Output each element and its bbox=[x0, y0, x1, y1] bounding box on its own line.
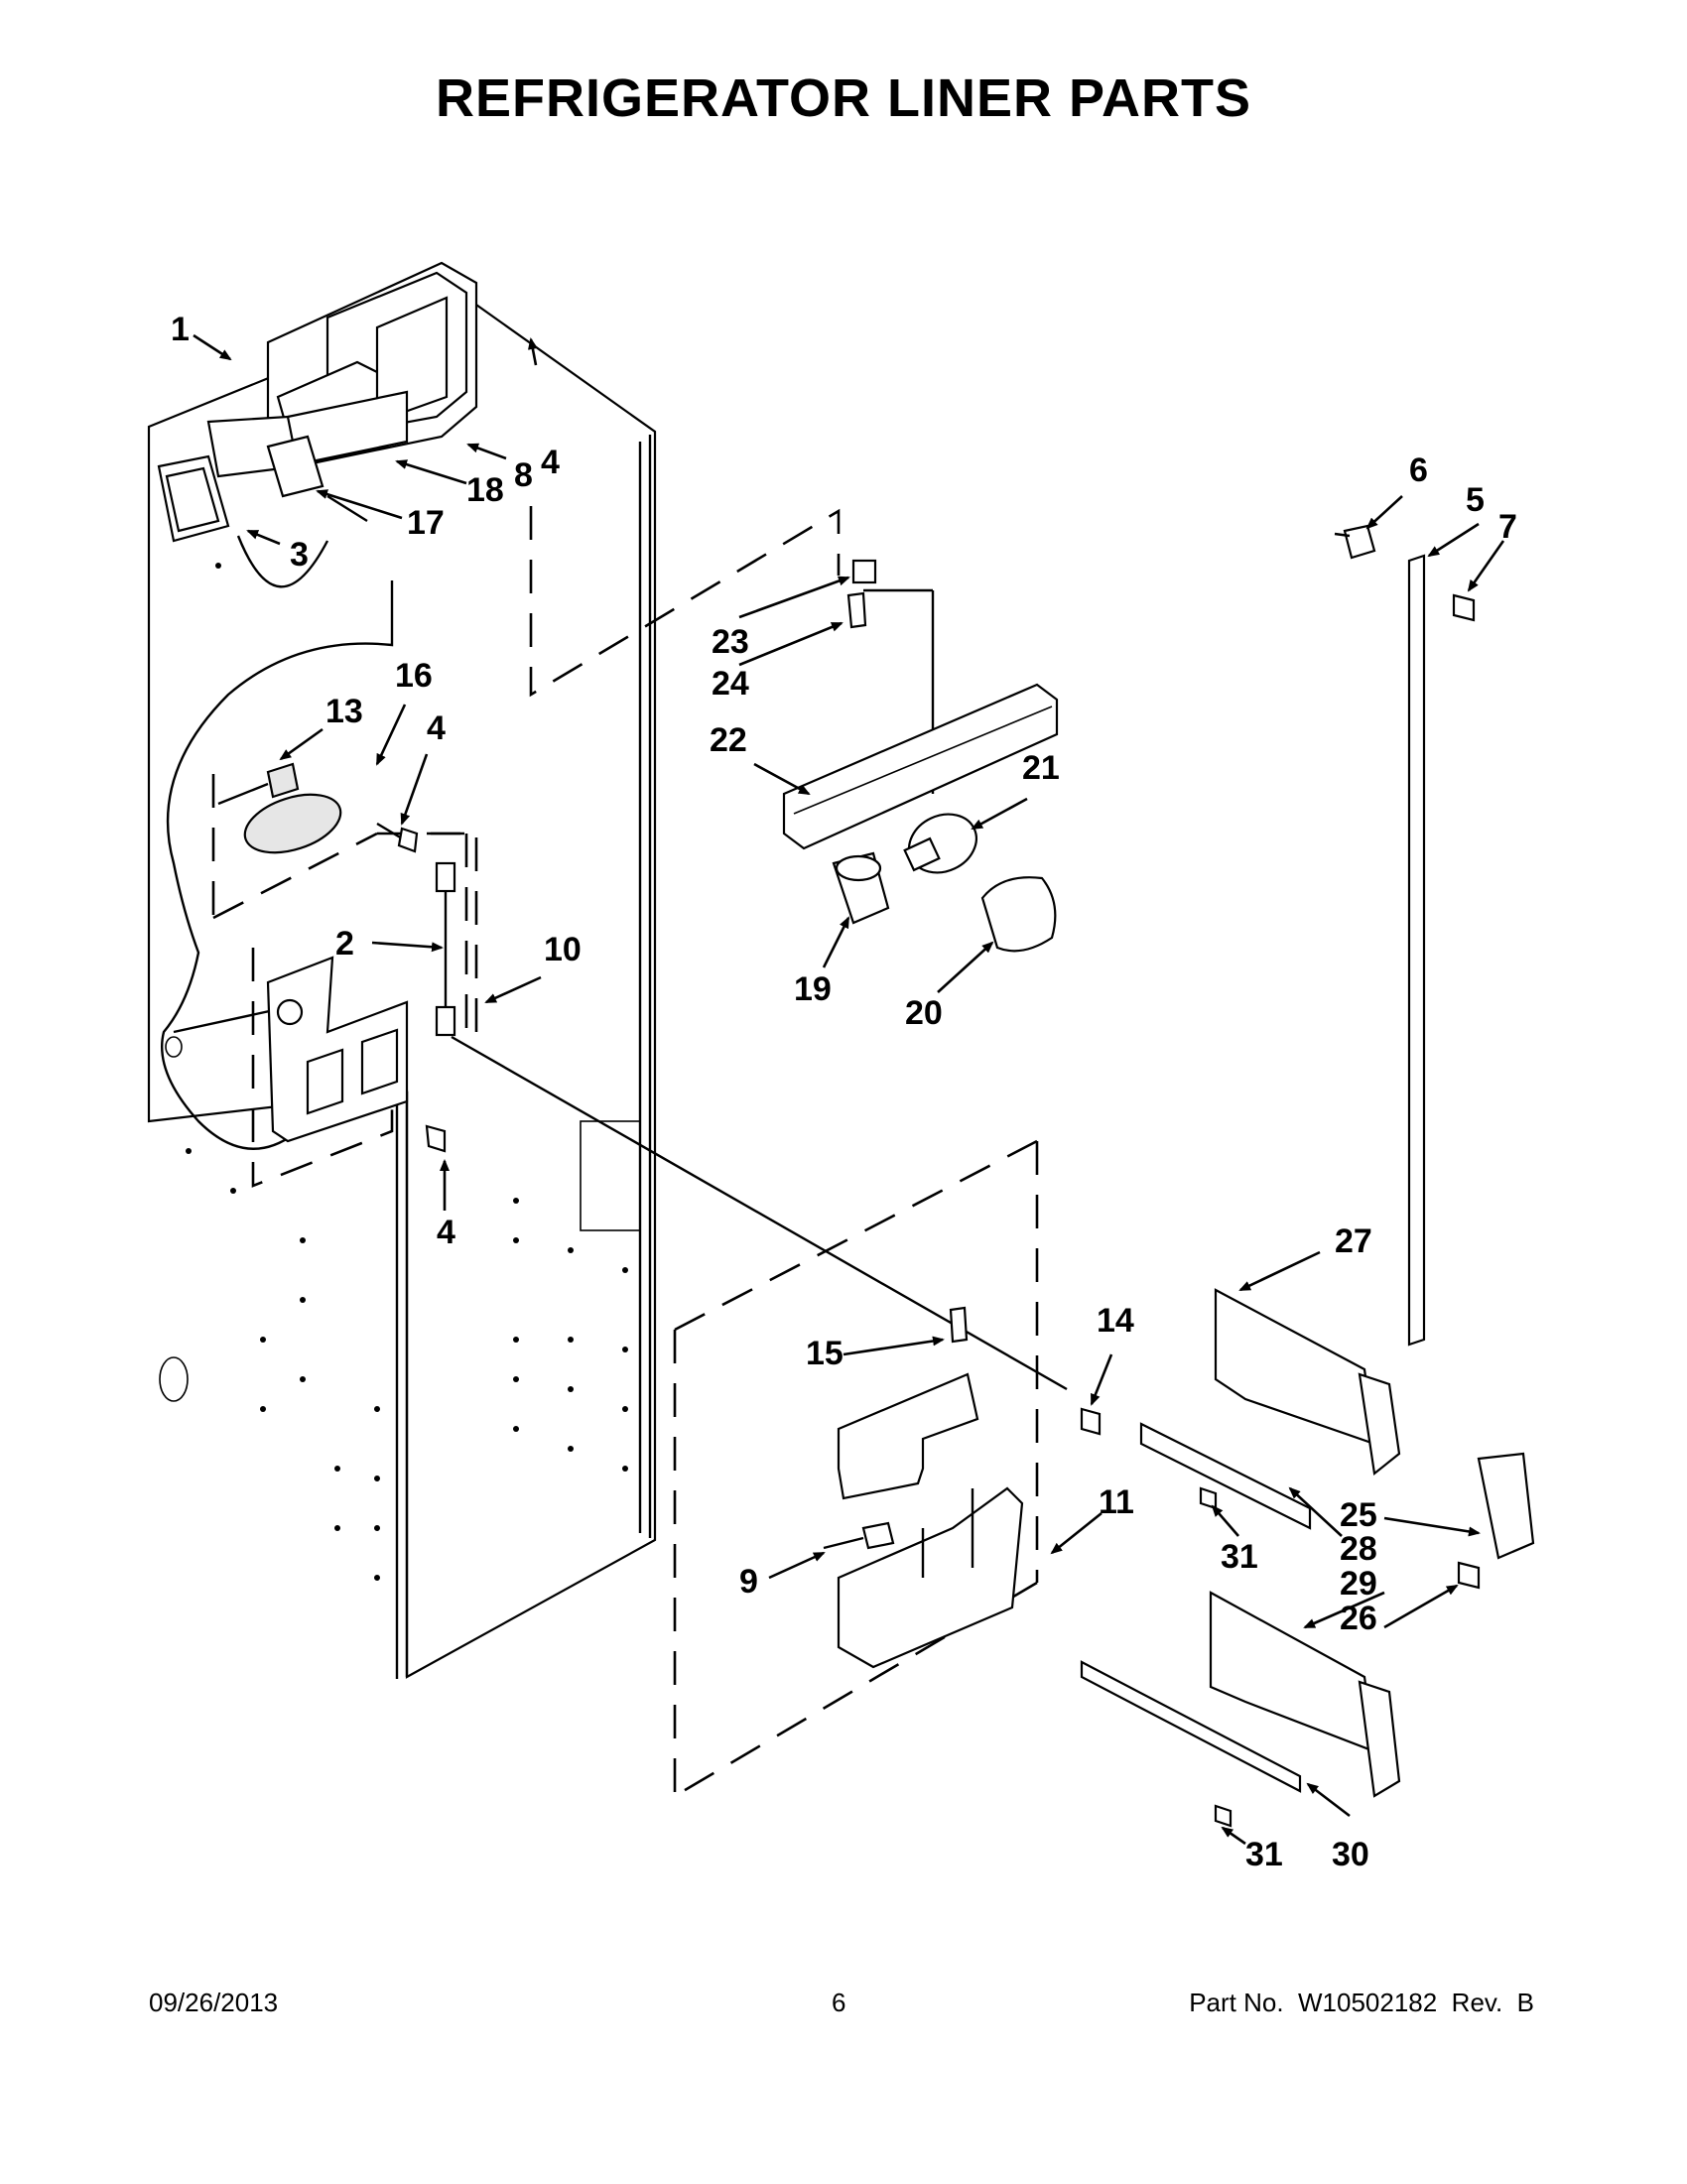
callout-21: 21 bbox=[1022, 749, 1060, 787]
dashed-group-11 bbox=[673, 1139, 1039, 1798]
switch-housing bbox=[837, 1486, 1024, 1669]
callout-15: 15 bbox=[806, 1335, 844, 1372]
callout-31a: 31 bbox=[1221, 1538, 1258, 1576]
callout-4b: 4 bbox=[427, 709, 446, 747]
wire-connector-9 bbox=[823, 1521, 895, 1550]
callout-13: 13 bbox=[325, 693, 363, 730]
callout-1: 1 bbox=[171, 311, 190, 348]
callout-4c: 4 bbox=[437, 1214, 455, 1251]
footer-part-number: Part No. W10502182 Rev. B bbox=[1189, 1988, 1534, 2017]
callout-8: 8 bbox=[514, 456, 533, 494]
screw-4b bbox=[376, 822, 419, 853]
callout-16: 16 bbox=[395, 657, 433, 695]
callout-2: 2 bbox=[335, 925, 354, 963]
callout-27: 27 bbox=[1335, 1222, 1372, 1260]
wire-harness-top bbox=[236, 535, 329, 588]
control-display bbox=[243, 793, 342, 854]
callout-28: 28 bbox=[1340, 1530, 1377, 1568]
callout-26: 26 bbox=[1340, 1600, 1377, 1637]
screw-4c bbox=[425, 1124, 447, 1153]
footer-date: 09/26/2013 bbox=[149, 1988, 279, 2017]
screw-31b bbox=[1214, 1804, 1233, 1828]
light-shield bbox=[980, 876, 1057, 953]
switch-cover bbox=[837, 1372, 979, 1500]
air-duct-housing bbox=[266, 261, 478, 468]
wire-harness bbox=[160, 580, 394, 1150]
air-outlet-grille bbox=[157, 454, 230, 543]
light-switch bbox=[435, 861, 456, 1037]
callout-7: 7 bbox=[1498, 508, 1517, 546]
footer-page-number: 6 bbox=[832, 1988, 846, 2017]
mounting-clip-23 bbox=[851, 559, 877, 584]
shelf-trim-27 bbox=[1214, 1288, 1401, 1477]
callout-20: 20 bbox=[905, 994, 943, 1032]
callout-31b: 31 bbox=[1245, 1836, 1283, 1873]
light-housing bbox=[266, 956, 409, 1143]
callout-11: 11 bbox=[1099, 1483, 1134, 1521]
callout-17: 17 bbox=[407, 504, 445, 542]
callout-9: 9 bbox=[739, 1563, 758, 1601]
liner-panel bbox=[147, 296, 657, 1679]
light-bracket bbox=[782, 683, 1059, 850]
damper-housing bbox=[206, 415, 324, 498]
callout-19: 19 bbox=[794, 970, 832, 1008]
dashed-group-10 bbox=[251, 832, 478, 1188]
vertical-rail bbox=[1407, 554, 1426, 1347]
callout-3: 3 bbox=[290, 536, 309, 574]
callout-25: 25 bbox=[1340, 1496, 1377, 1534]
screw-7 bbox=[1452, 593, 1476, 622]
shelf-rail-28 bbox=[1139, 1422, 1312, 1530]
callout-4a: 4 bbox=[541, 444, 560, 481]
light-bulb bbox=[903, 813, 977, 874]
callout-14: 14 bbox=[1097, 1302, 1134, 1340]
callout-24: 24 bbox=[712, 665, 749, 703]
dashed-group-16 bbox=[211, 774, 468, 1042]
page-title: REFRIGERATOR LINER PARTS bbox=[435, 68, 1252, 128]
screw-26 bbox=[1457, 1561, 1481, 1590]
screw-14 bbox=[1080, 1407, 1102, 1436]
callout-6: 6 bbox=[1409, 451, 1428, 489]
callout-23: 23 bbox=[712, 623, 749, 661]
lamp-socket bbox=[832, 851, 890, 925]
callout-18: 18 bbox=[466, 471, 504, 509]
thermistor-connector bbox=[217, 762, 300, 806]
shelf-rail-30 bbox=[1080, 1660, 1302, 1793]
shelf-trim-29 bbox=[1209, 1591, 1401, 1798]
callout-29: 29 bbox=[1340, 1565, 1377, 1603]
screw-15 bbox=[949, 1306, 969, 1344]
callout-5: 5 bbox=[1466, 481, 1485, 519]
callout-30: 30 bbox=[1332, 1836, 1369, 1873]
rail-cap bbox=[1334, 524, 1376, 560]
callout-22: 22 bbox=[710, 721, 747, 759]
callout-10: 10 bbox=[544, 931, 582, 968]
callout-arrows bbox=[193, 333, 1505, 1846]
end-cap-25 bbox=[1477, 1452, 1535, 1560]
screw-31a bbox=[1199, 1486, 1218, 1510]
screw-24 bbox=[846, 591, 867, 629]
callout-labels: 1 2 3 4 4 4 5 6 7 8 9 10 11 13 14 15 16 … bbox=[171, 311, 1517, 1873]
